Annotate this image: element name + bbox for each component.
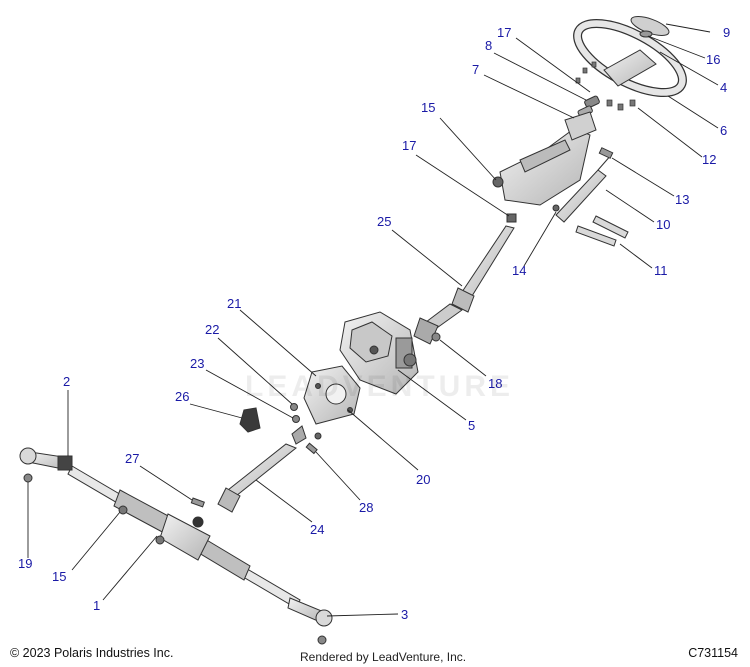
callout-3: 3	[401, 607, 408, 622]
callout-20: 20	[416, 472, 430, 487]
callout-23: 23	[190, 356, 204, 371]
callout-1: 1	[93, 598, 100, 613]
callout-25: 25	[377, 214, 391, 229]
power-steering-unit	[339, 311, 419, 395]
mount-hardware	[290, 403, 322, 455]
callout-19: 19	[18, 556, 32, 571]
callout-11: 11	[654, 263, 668, 278]
copyright-notice: © 2023 Polaris Industries Inc.	[10, 646, 174, 660]
callout-7: 7	[472, 62, 479, 77]
rack-nut	[118, 505, 128, 515]
strut-bolts	[552, 147, 629, 247]
steering-rack	[67, 465, 301, 609]
callout-24: 24	[310, 522, 324, 537]
tie-rod-end-left	[19, 447, 73, 483]
callout-14: 14	[512, 263, 526, 278]
tie-rod-end-right	[287, 597, 333, 645]
callout-12: 12	[702, 152, 716, 167]
upper-steering-shaft	[413, 213, 517, 345]
pinch-bolt	[190, 497, 205, 508]
callout-26: 26	[175, 389, 189, 404]
diagram-id: C731154	[688, 646, 738, 660]
callout-15-lower: 15	[52, 569, 66, 584]
intermediate-steering-shaft	[217, 425, 307, 513]
steering-column-bracket	[492, 111, 597, 206]
callout-28: 28	[359, 500, 373, 515]
rubber-bumper	[239, 407, 261, 433]
rack-nut	[155, 535, 165, 545]
callout-17-lower: 17	[402, 138, 416, 153]
wheel-screws	[575, 61, 636, 111]
rendered-by-credit: Rendered by LeadVenture, Inc.	[300, 650, 467, 664]
callout-16: 16	[706, 52, 720, 67]
callout-10: 10	[656, 217, 670, 232]
callout-27: 27	[125, 451, 139, 466]
callout-6: 6	[720, 123, 727, 138]
watermark: LEADVENTURE	[245, 370, 515, 403]
callout-17-upper: 17	[497, 25, 511, 40]
steering-wheel	[573, 18, 687, 98]
callout-4: 4	[720, 80, 727, 95]
callout-22: 22	[205, 322, 219, 337]
mounting-nut	[431, 332, 441, 342]
callout-2: 2	[63, 374, 70, 389]
callout-9: 9	[723, 25, 730, 40]
callout-5: 5	[468, 418, 475, 433]
callout-13: 13	[675, 192, 689, 207]
callout-18: 18	[488, 376, 502, 391]
callout-labels: 1 2 3 4 5 6 7 8 9 10 11 12 13 14 15 15 1…	[18, 25, 730, 622]
leader-lines	[27, 23, 719, 617]
callout-15-upper: 15	[421, 100, 435, 115]
callout-8: 8	[485, 38, 492, 53]
steering-mount-plate	[303, 365, 361, 425]
steering-wheel-emblem	[630, 16, 670, 38]
callout-21: 21	[227, 296, 241, 311]
